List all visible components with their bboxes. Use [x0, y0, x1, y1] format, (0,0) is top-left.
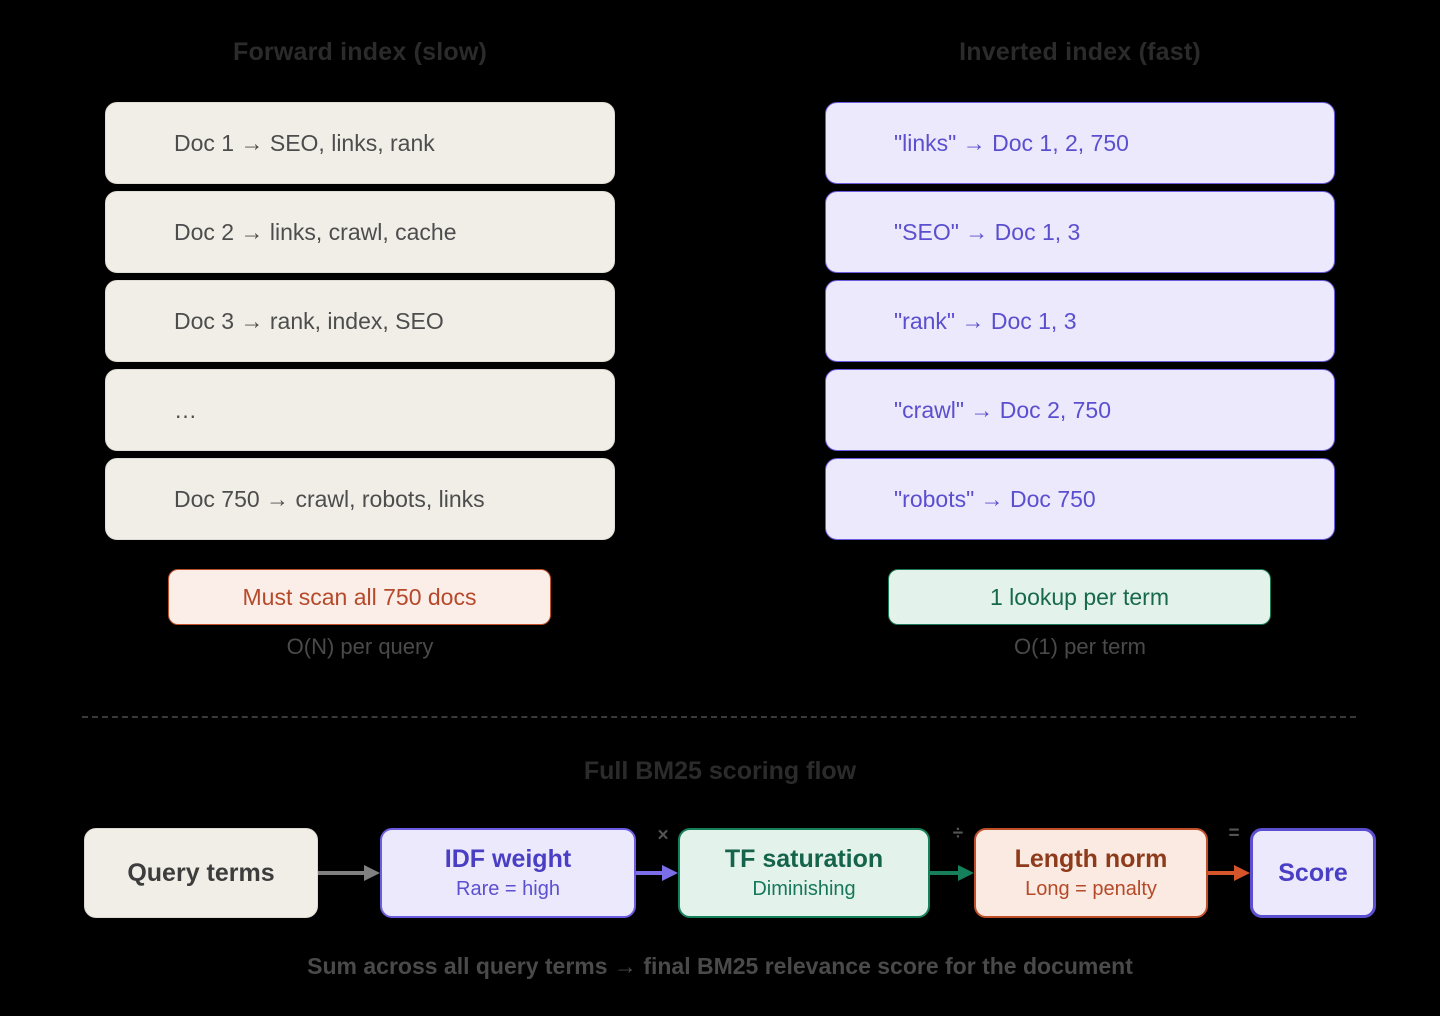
inverted-index-badge: 1 lookup per term	[888, 569, 1271, 625]
flow-node-tf-saturation[interactable]: TF saturation Diminishing	[678, 828, 930, 918]
inverted-index-complexity: O(1) per term	[1013, 634, 1147, 659]
inverted-index-card[interactable]: "SEO" → Doc 1, 3	[825, 191, 1335, 273]
flow-node-label: TF saturation	[724, 844, 884, 873]
flow-arrow-purple	[636, 864, 678, 882]
forward-index-card-label: Doc 2 → links, crawl, cache	[174, 218, 457, 245]
forward-index-card[interactable]: Doc 750 → crawl, robots, links	[105, 458, 615, 540]
inverted-index-list: "links" → Doc 1, 2, 750 "SEO" → Doc 1, 3…	[825, 102, 1335, 547]
flow-node-sublabel: Diminishing	[752, 877, 856, 900]
inverted-index-card[interactable]: "rank" → Doc 1, 3	[825, 280, 1335, 362]
forward-index-card[interactable]: Doc 1 → SEO, links, rank	[105, 102, 615, 184]
flow-node-idf-weight[interactable]: IDF weight Rare = high	[380, 828, 636, 918]
inverted-index-card-label: "SEO" → Doc 1, 3	[894, 218, 1081, 245]
flow-node-score[interactable]: Score	[1250, 828, 1376, 918]
flow-node-sublabel: Long = penalty	[1025, 877, 1157, 900]
inverted-index-card-label: "links" → Doc 1, 2, 750	[894, 129, 1129, 156]
flow-node-label: IDF weight	[444, 844, 572, 873]
inverted-index-card[interactable]: "crawl" → Doc 2, 750	[825, 369, 1335, 451]
inverted-index-card-label: "robots" → Doc 750	[894, 485, 1096, 512]
flow-arrow-orange	[1208, 864, 1250, 882]
inverted-index-card[interactable]: "links" → Doc 1, 2, 750	[825, 102, 1335, 184]
inverted-index-card-label: "rank" → Doc 1, 3	[894, 307, 1077, 334]
operator-divide: ÷	[952, 823, 964, 844]
forward-index-card-label: …	[174, 396, 197, 423]
flow-arrow-green	[930, 864, 974, 882]
inverted-index-title: Inverted index (fast)	[959, 38, 1201, 66]
forward-index-card[interactable]: Doc 2 → links, crawl, cache	[105, 191, 615, 273]
inverted-index-card-label: "crawl" → Doc 2, 750	[894, 396, 1112, 423]
forward-index-card-label: Doc 750 → crawl, robots, links	[174, 485, 485, 512]
flow-title: Full BM25 scoring flow	[583, 757, 857, 785]
inverted-index-card[interactable]: "robots" → Doc 750	[825, 458, 1335, 540]
flow-footer-caption: Sum across all query terms → final BM25 …	[307, 953, 1133, 979]
flow-arrow-gray	[318, 864, 380, 882]
forward-index-title: Forward index (slow)	[232, 38, 488, 66]
flow-node-sublabel: Rare = high	[456, 877, 560, 900]
flow-node-label: Length norm	[1014, 844, 1168, 873]
forward-index-card[interactable]: Doc 3 → rank, index, SEO	[105, 280, 615, 362]
forward-index-badge: Must scan all 750 docs	[168, 569, 551, 625]
forward-index-card[interactable]: …	[105, 369, 615, 451]
forward-index-list: Doc 1 → SEO, links, rank Doc 2 → links, …	[105, 102, 615, 547]
forward-index-complexity: O(N) per query	[286, 634, 434, 659]
operator-multiply: ×	[657, 825, 669, 846]
forward-index-card-label: Doc 1 → SEO, links, rank	[174, 129, 435, 156]
flow-node-length-norm[interactable]: Length norm Long = penalty	[974, 828, 1208, 918]
operator-equals: =	[1228, 823, 1240, 844]
forward-index-card-label: Doc 3 → rank, index, SEO	[174, 307, 444, 334]
flow-node-label: Query terms	[127, 859, 275, 887]
flow-node-label: Score	[1278, 859, 1348, 887]
section-divider	[82, 716, 1356, 718]
flow-node-query-terms[interactable]: Query terms	[84, 828, 318, 918]
